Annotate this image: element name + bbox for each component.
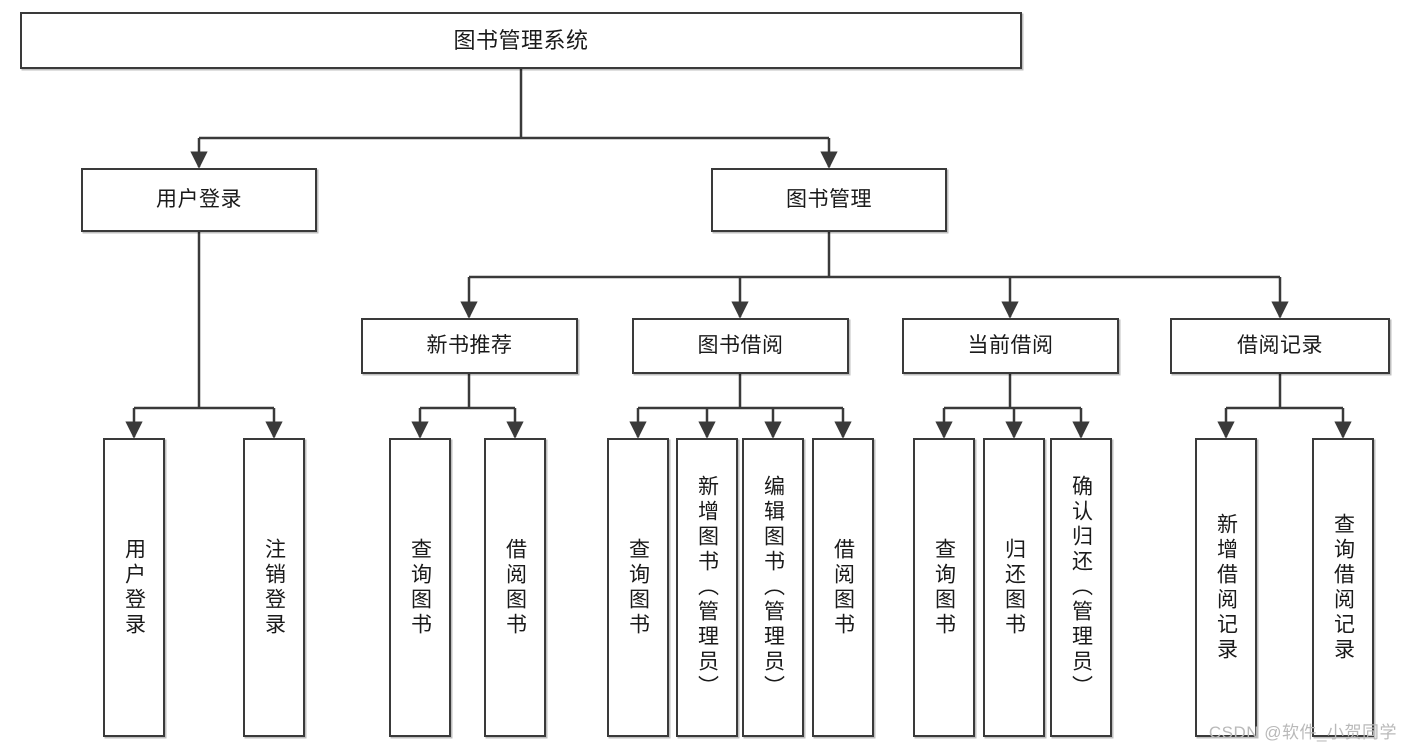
node-label: 查询图书 [932,537,956,638]
node-label: 用户登录 [122,537,146,638]
node-leaf-4-查询图书[interactable]: 查询图书 [607,438,669,737]
node-label: 图书借阅 [697,333,784,357]
csdn-watermark: CSDN @软件_小贺同学 [1208,723,1397,742]
node-label: 确认归还（管理员） [1069,475,1093,700]
node-label: 新书推荐 [426,333,513,357]
node-label: 查询图书 [408,537,432,638]
node-l3-当前借阅[interactable]: 当前借阅 [902,318,1119,374]
node-leaf-3-借阅图书[interactable]: 借阅图书 [484,438,546,737]
node-leaf-0-用户登录[interactable]: 用户登录 [103,438,165,737]
node-label: 借阅记录 [1237,333,1323,357]
node-label: 编辑图书（管理员） [761,475,785,700]
node-label: 查询借阅记录 [1331,512,1355,663]
node-leaf-7-借阅图书[interactable]: 借阅图书 [812,438,874,737]
node-label: 图书管理系统 [453,27,589,53]
node-leaf-9-归还图书[interactable]: 归还图书 [983,438,1045,737]
node-leaf-5-新增图书管理员[interactable]: 新增图书（管理员） [676,438,738,737]
node-label: 借阅图书 [503,537,527,638]
node-label: 新增借阅记录 [1214,512,1238,663]
node-label: 查询图书 [626,537,650,638]
node-leaf-6-编辑图书管理员[interactable]: 编辑图书（管理员） [742,438,804,737]
node-l3-图书借阅[interactable]: 图书借阅 [632,318,849,374]
node-label: 用户登录 [156,187,242,211]
node-label: 借阅图书 [831,537,855,638]
node-label: 图书管理 [786,187,872,211]
node-leaf-8-查询图书[interactable]: 查询图书 [913,438,975,737]
node-l3-借阅记录[interactable]: 借阅记录 [1170,318,1390,374]
node-leaf-1-注销登录[interactable]: 注销登录 [243,438,305,737]
node-root-图书管理系统[interactable]: 图书管理系统 [20,12,1022,69]
node-label: 当前借阅 [967,333,1054,357]
node-label: 注销登录 [262,537,286,638]
node-leaf-12-查询借阅记录[interactable]: 查询借阅记录 [1312,438,1374,737]
node-l3-新书推荐[interactable]: 新书推荐 [361,318,578,374]
node-leaf-2-查询图书[interactable]: 查询图书 [389,438,451,737]
node-l2-图书管理[interactable]: 图书管理 [711,168,947,232]
node-l2-用户登录[interactable]: 用户登录 [81,168,317,232]
node-label: 新增图书（管理员） [695,475,719,700]
node-label: 归还图书 [1002,537,1026,638]
node-leaf-11-新增借阅记录[interactable]: 新增借阅记录 [1195,438,1257,737]
node-leaf-10-确认归还管理员[interactable]: 确认归还（管理员） [1050,438,1112,737]
